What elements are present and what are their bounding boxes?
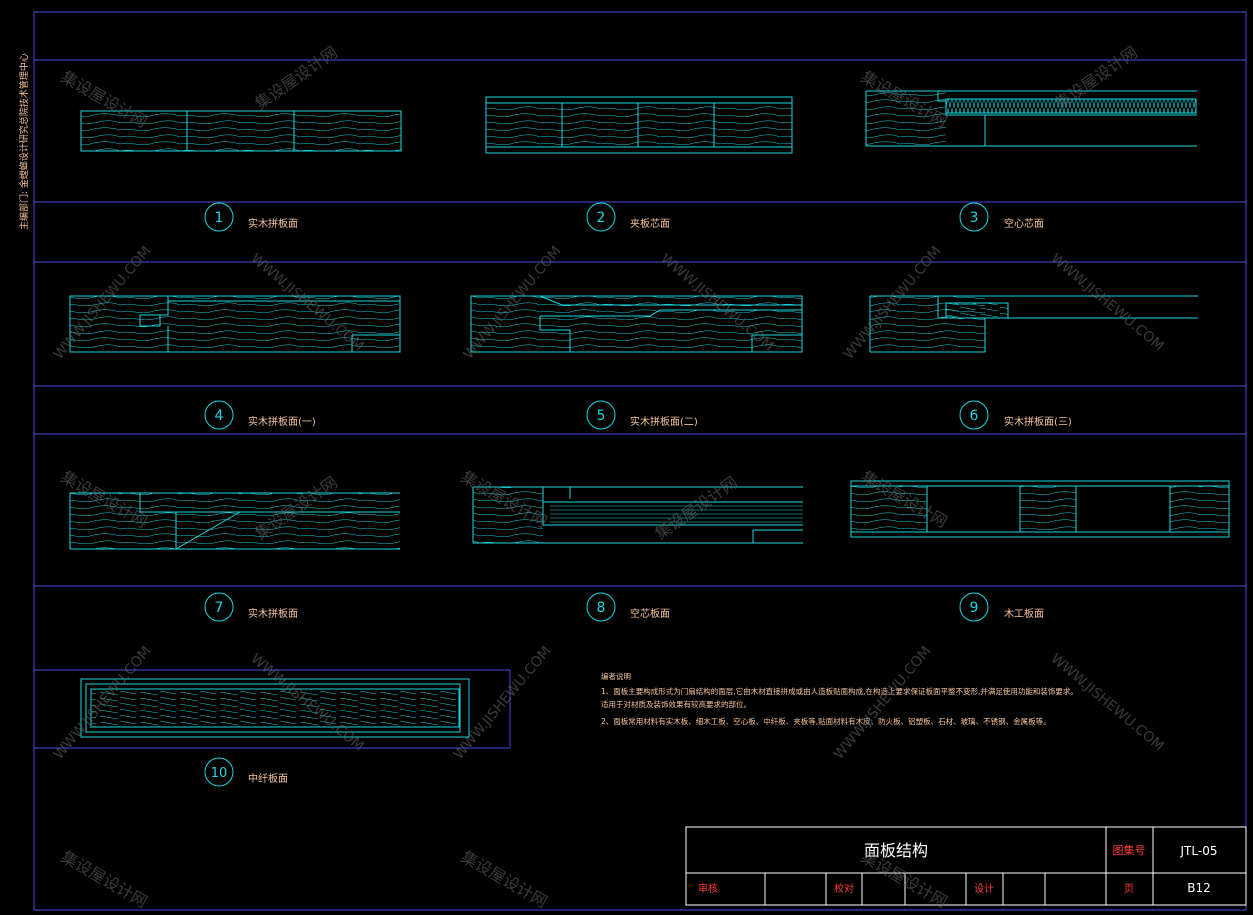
svg-text:4: 4 xyxy=(215,408,224,424)
svg-text:木工板面: 木工板面 xyxy=(1004,607,1044,620)
svg-text:中纤板面: 中纤板面 xyxy=(248,772,288,785)
svg-text:WWW.JISHEWU.COM: WWW.JISHEWU.COM xyxy=(831,643,935,762)
detail-4-drawing xyxy=(69,295,401,353)
svg-text:实木拼板面: 实木拼板面 xyxy=(248,607,298,620)
svg-text:集设屋设计网: 集设屋设计网 xyxy=(651,473,741,544)
svg-text:夹板芯面: 夹板芯面 xyxy=(630,217,670,230)
detail-label-9: 9 木工板面 xyxy=(959,592,1044,622)
detail-label-1: 1 实木拼板面 xyxy=(204,202,298,232)
detail-8-drawing xyxy=(472,486,803,544)
svg-text:集设屋设计网: 集设屋设计网 xyxy=(251,43,341,114)
svg-text:WWW.JISHEWU.COM: WWW.JISHEWU.COM xyxy=(1047,251,1166,355)
detail-7-drawing xyxy=(69,492,400,550)
detail-9-drawing xyxy=(850,480,1230,538)
detail-label-4: 4 实木拼板面(一) xyxy=(204,400,316,430)
detail-label-7: 7 实木拼板面 xyxy=(204,592,298,622)
sheet-title: 面板结构 xyxy=(864,841,928,860)
title-block xyxy=(685,826,1247,906)
notes-line-2: 适用于对材质及装饰效果有较高要求的部位。 xyxy=(601,699,751,709)
check-label: 校对 xyxy=(834,882,854,895)
drawing-no: JTL-05 xyxy=(1180,844,1218,858)
svg-text:集设屋设计网: 集设屋设计网 xyxy=(458,847,551,911)
svg-text:9: 9 xyxy=(970,600,979,616)
svg-text:7: 7 xyxy=(215,600,224,616)
watermark-layer: 集设屋设计网 集设屋设计网 集设屋设计网 集设屋设计网 WWW.JISHEWU.… xyxy=(51,43,1167,912)
svg-text:实木拼板面(二): 实木拼板面(二) xyxy=(630,415,698,428)
page-no: B12 xyxy=(1187,881,1211,895)
detail-label-3: 3 空心芯面 xyxy=(959,202,1044,232)
svg-text:5: 5 xyxy=(597,408,606,424)
detail-3-drawing xyxy=(865,90,1197,147)
detail-label-10: 10 中纤板面 xyxy=(204,757,288,787)
side-text: 主编部门: 金螳螂设计研究总院技术管理中心 xyxy=(18,53,30,230)
svg-text:实木拼板面(三): 实木拼板面(三) xyxy=(1004,415,1072,428)
review-label: 审核 xyxy=(698,882,718,895)
design-label: 设计 xyxy=(974,882,994,895)
svg-text:实木拼板面(一): 实木拼板面(一) xyxy=(248,415,316,428)
drawing-no-label: 图集号 xyxy=(1113,843,1146,857)
svg-text:空心芯面: 空心芯面 xyxy=(1004,217,1044,230)
notes-heading: 编者说明 xyxy=(601,671,631,681)
notes-line-1: 1、面板主要构成形式为门扇结构的面层,它由木材直接拼成或由人造板贴面构成,在构造… xyxy=(601,686,1078,696)
page-label: 页 xyxy=(1124,883,1134,895)
detail-label-5: 5 实木拼板面(二) xyxy=(586,400,698,430)
detail-10-drawing xyxy=(80,678,470,738)
svg-text:WWW.JISHEWU.COM: WWW.JISHEWU.COM xyxy=(1047,651,1166,755)
notes-line-3: 2、面板常用材料有实木板、细木工板、空心板、中纤板、夹板等,贴面材料有木皮、防火… xyxy=(601,716,1051,726)
detail-6-drawing xyxy=(869,295,1198,353)
notes-block: 编者说明 1、面板主要构成形式为门扇结构的面层,它由木材直接拼成或由人造板贴面构… xyxy=(601,671,1078,726)
detail-label-6: 6 实木拼板面(三) xyxy=(959,400,1072,430)
sheet-frame xyxy=(33,11,1247,911)
svg-text:集设屋设计网: 集设屋设计网 xyxy=(58,847,151,911)
detail-label-2: 2 夹板芯面 xyxy=(586,202,670,232)
detail-2-drawing xyxy=(485,96,793,154)
svg-text:6: 6 xyxy=(970,408,979,424)
svg-text:2: 2 xyxy=(597,210,606,226)
svg-text:3: 3 xyxy=(970,210,979,226)
detail-label-8: 8 空芯板面 xyxy=(586,592,670,622)
svg-text:实木拼板面: 实木拼板面 xyxy=(248,217,298,230)
svg-text:1: 1 xyxy=(215,210,224,226)
svg-text:10: 10 xyxy=(211,766,228,781)
svg-text:WWW.JISHEWU.COM: WWW.JISHEWU.COM xyxy=(451,643,555,762)
detail-5-drawing xyxy=(470,295,803,353)
svg-text:8: 8 xyxy=(597,600,606,616)
detail-1-drawing xyxy=(80,110,402,152)
svg-text:空芯板面: 空芯板面 xyxy=(630,607,670,620)
